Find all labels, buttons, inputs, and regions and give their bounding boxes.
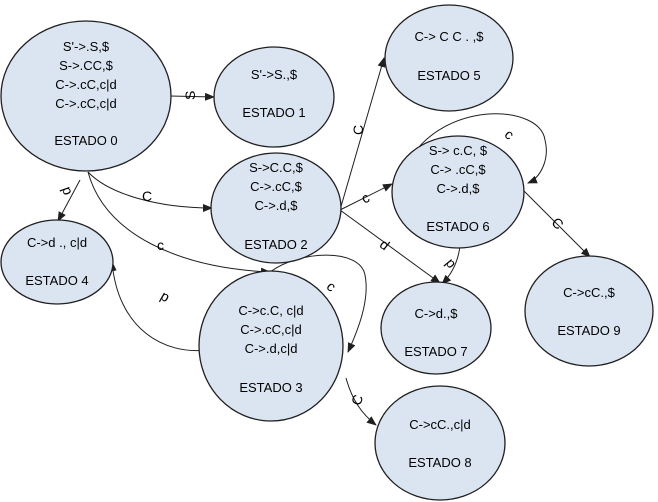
edge-label-6-9: C [549, 214, 567, 232]
state-9-item-1: C->cC.,$ [563, 285, 615, 300]
state-4: C->d ., c|d ESTADO 4 [0, 219, 114, 305]
state-0-name: ESTADO 0 [54, 133, 117, 148]
state-0-item-3: C->.cC,c|d [55, 77, 117, 92]
state-3-item-3: C->.d,c|d [245, 341, 298, 356]
state-3-item-1: C->c.C, c|d [238, 303, 303, 318]
state-5: C-> C C . ,$ ESTADO 5 [384, 4, 514, 112]
edge-label-6-7: d [441, 256, 458, 272]
state-6-item-1: S-> c.C, $ [429, 143, 488, 158]
state-4-name: ESTADO 4 [25, 273, 88, 288]
state-0-item-2: S->.CC,$ [59, 58, 114, 73]
edge-2-5 [339, 57, 386, 211]
edge-0-1 [169, 92, 215, 101]
state-2-item-2: C->.cC,$ [250, 179, 302, 194]
edge-label-6-6: c [502, 126, 518, 143]
state-2-item-3: C->.d,$ [255, 198, 299, 213]
state-7-name: ESTADO 7 [404, 344, 467, 359]
state-1-item-1: S'->S.,$ [251, 67, 298, 82]
state-6-item-3: C->.d,$ [437, 181, 481, 196]
state-9-name: ESTADO 9 [557, 323, 620, 338]
state-1: S'->S.,$ ESTADO 1 [213, 46, 335, 148]
edge-label-0-1: S [182, 91, 198, 100]
edge-label-2-6: c [358, 189, 372, 206]
edge-2-7 [339, 209, 441, 284]
edge-label-2-5: C [350, 125, 366, 135]
edge-2-6 [339, 183, 393, 211]
state-2-name: ESTADO 2 [244, 237, 307, 252]
edge-3-4 [108, 261, 208, 352]
edge-label-3-4: d [157, 290, 172, 308]
state-0: S'->.S,$ S->.CC,$ C->.cC,c|d C->.cC,c|d … [0, 20, 172, 172]
edge-label-3-3: c [324, 278, 340, 295]
edge-0-3 [87, 171, 271, 276]
edge-0-4 [57, 179, 81, 222]
state-8: C->cC.,c|d ESTADO 8 [374, 385, 506, 501]
state-6: S-> c.C, $ C-> .cC,$ C->.d,$ ESTADO 6 [391, 135, 525, 249]
edge-label-0-2: C [142, 188, 152, 204]
edge-0-2 [87, 171, 213, 212]
state-2: S->C.C,$ C->.cC,$ C->.d,$ ESTADO 2 [210, 152, 342, 264]
edge-3-8 [345, 377, 377, 426]
state-8-item-1: C->cC.,c|d [409, 417, 471, 432]
state-0-item-1: S'->.S,$ [63, 39, 110, 54]
edge-6-7 [441, 245, 461, 285]
edge-label-0-3: c [157, 237, 164, 253]
state-1-name: ESTADO 1 [242, 105, 305, 120]
state-5-item-1: C-> C C . ,$ [415, 29, 485, 44]
state-8-name: ESTADO 8 [408, 455, 471, 470]
state-9: C->cC.,$ ESTADO 9 [524, 255, 654, 367]
state-4-item-1: C->d ., c|d [27, 235, 87, 250]
state-6-item-2: C-> .cC,$ [430, 162, 486, 177]
edge-label-3-8: C [348, 392, 366, 407]
state-3-item-2: C->.cC,c|d [240, 322, 302, 337]
state-3: C->c.C, c|d C->.cC,c|d C->.d,c|d ESTADO … [198, 270, 344, 422]
state-5-name: ESTADO 5 [417, 68, 480, 83]
state-0-item-4: C->.cC,c|d [55, 96, 117, 111]
state-2-item-1: S->C.C,$ [249, 160, 304, 175]
edge-6-9 [522, 189, 591, 258]
state-7-item-1: C->d.,$ [415, 306, 459, 321]
state-3-name: ESTADO 3 [239, 380, 302, 395]
state-7: C->d.,$ ESTADO 7 [380, 281, 492, 375]
state-6-name: ESTADO 6 [426, 219, 489, 234]
edge-6-6 [411, 113, 547, 184]
